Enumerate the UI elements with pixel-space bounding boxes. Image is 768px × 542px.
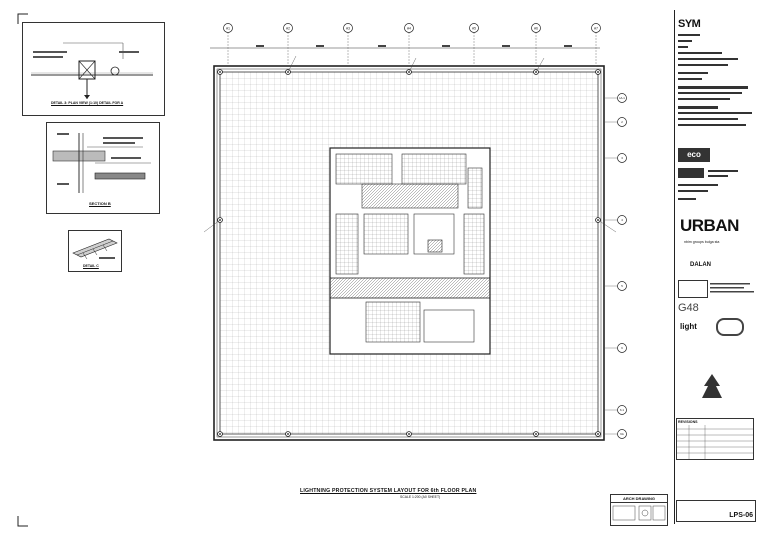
grid-bubble-col (404, 23, 414, 33)
grid-bubble-col-label: A1 (226, 27, 230, 31)
grid-bubble-row (617, 153, 627, 163)
detail-a-frame: DETAIL 3: PLAN VIEW (1:10) DETAIL FOR A (22, 22, 165, 116)
title-block-frame (674, 10, 759, 524)
grid-bubble-row-label: 2 (621, 120, 623, 124)
down-conductor-core (219, 433, 221, 435)
down-conductor-core (219, 71, 221, 73)
brand-urban-subtitle: nbim groups bulga sta (684, 240, 720, 244)
grid-bubble-col (223, 23, 233, 33)
title-block-emblem (702, 374, 722, 398)
grid-bubble-row (617, 281, 627, 291)
down-conductor-core (597, 71, 599, 73)
drawing-stamp-label: ARCH DRAWING (611, 495, 667, 503)
down-conductor-core (535, 433, 537, 435)
grid-bubble-row-label: 6.1 (620, 408, 624, 412)
detail-c-title: DETAIL C (83, 264, 99, 268)
drawing-number: LPS-06 (729, 512, 753, 519)
down-conductor-core (287, 433, 289, 435)
brand-eco-text: eco (687, 150, 701, 159)
grid-bubble-col-label: A3 (346, 27, 350, 31)
brand-light-logo: light (680, 322, 697, 331)
conductor-leader (535, 57, 545, 73)
core-stair-top (335, 153, 393, 185)
core-lifts (363, 213, 409, 255)
core-bottom-room (365, 301, 421, 343)
grid-bubble-row-label: 3 (621, 156, 623, 160)
conductor-leader (203, 219, 221, 233)
grid-bubble-col (343, 23, 353, 33)
grid-bubble-row-label: 1A.1 (619, 96, 625, 100)
grid-bubble-row (617, 405, 627, 415)
grid-bubble-col-label: A4 (407, 27, 411, 31)
revision-table: REVISIONS (676, 418, 754, 460)
grid-bubble-row-label: 6 (621, 346, 623, 350)
conductor-leader (287, 55, 297, 73)
brand-lux-logo (716, 318, 744, 336)
grid-bubble-row-label: 4 (621, 218, 623, 222)
grid-bubble-col (531, 23, 541, 33)
core-right-shaft (463, 213, 485, 275)
top-dimension-ticks (256, 45, 572, 47)
grid-lines: A1 A2 A3 A4 A5 A6 A7 1A.1 2 3 4 5 6 6.1 6A (223, 23, 627, 439)
grid-bubble-col-label: A5 (472, 27, 476, 31)
grid-bubble-col (469, 23, 479, 33)
core-right-stair (467, 167, 483, 209)
core-left-shaft (335, 213, 359, 275)
grid-bubble-col-label: A6 (534, 27, 538, 31)
detail-c-frame: DETAIL C (68, 230, 122, 272)
conductor-leader (597, 219, 617, 233)
conductor-leader (408, 57, 417, 73)
title-block-text-lines-1 (678, 34, 752, 126)
main-drawing-title: LIGHTNING PROTECTION SYSTEM LAYOUT FOR 6… (300, 488, 477, 494)
revision-table-label: REVISIONS (678, 420, 698, 424)
grid-bubble-row (617, 117, 627, 127)
core-shaft-sq (427, 239, 443, 253)
detail-b-drawing (52, 133, 151, 193)
grid-bubble-row (617, 343, 627, 353)
down-conductors (203, 55, 617, 437)
core-band-1 (361, 183, 459, 209)
grid-bubble-row-label: 6A (620, 432, 624, 436)
brand-dalan-logo: DALAN (690, 262, 711, 268)
core-stair-right (401, 153, 467, 185)
main-drawing-scale: SCALE 1:200 (A0 SHEET) (400, 495, 441, 499)
detail-c-drawing (72, 238, 118, 260)
title-block-logo-top: SYM (678, 18, 701, 30)
grid-bubble-col-label: A2 (286, 27, 290, 31)
brand-urban-logo: URBAN (680, 216, 739, 235)
drawing-number-block: LPS-06 (676, 500, 756, 522)
core-corridor (329, 277, 491, 299)
grid-bubble-row (617, 215, 627, 225)
grid-bubble-col (591, 23, 601, 33)
title-block-box-1 (678, 280, 708, 298)
grid-bubble-row (617, 429, 627, 439)
grid-bubble-row (617, 93, 627, 103)
drawing-stamp-grid (612, 505, 666, 521)
revision-table-grid (677, 425, 753, 459)
brand-g48-logo: G48 (678, 302, 699, 314)
grid-bubble-row-label: 5 (621, 284, 623, 288)
grid-bubble-col (283, 23, 293, 33)
grid-bubble-col-label: A7 (594, 27, 598, 31)
down-conductor-core (408, 433, 410, 435)
brand-eco-logo: eco (678, 148, 710, 162)
detail-b-frame: SECTION B (46, 122, 160, 214)
detail-a-title: DETAIL 3: PLAN VIEW (1:10) DETAIL FOR A (51, 101, 124, 105)
detail-a-drawing (31, 42, 153, 99)
core-bottom-right (423, 309, 475, 343)
perimeter-conductor (216, 68, 602, 438)
title-block-text-lines-2 (678, 168, 738, 200)
floor-plan: A1 A2 A3 A4 A5 A6 A7 1A.1 2 3 4 5 6 6.1 6A (203, 23, 627, 441)
drawing-stamp-box: ARCH DRAWING (610, 494, 668, 526)
down-conductor-core (597, 433, 599, 435)
title-block-text-lines-3 (710, 283, 754, 293)
detail-b-title: SECTION B (89, 201, 111, 206)
